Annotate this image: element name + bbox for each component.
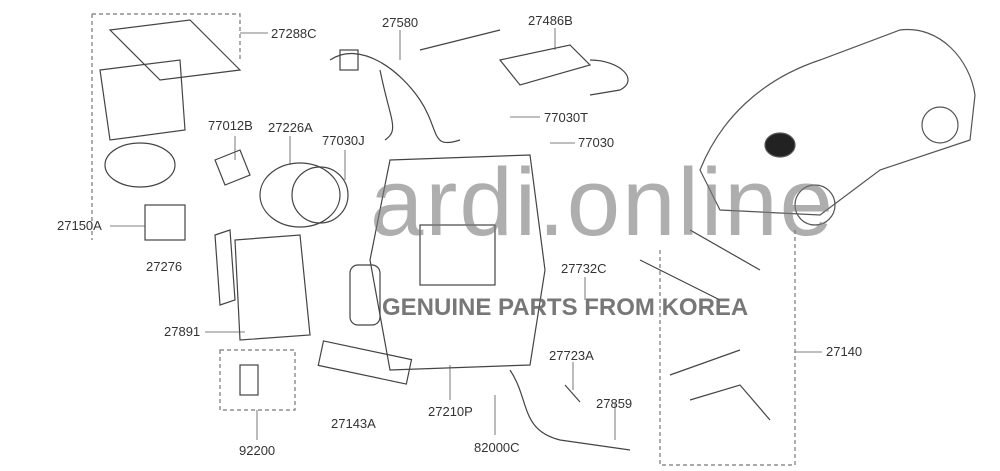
part-label-27143a[interactable]: 27143A [331,416,376,431]
blower-27226a-art [259,162,349,228]
resistor-27150a-art [144,204,186,241]
part-label-77030t[interactable]: 77030T [544,110,589,125]
module-27486b-art [498,44,592,86]
part-label-27140[interactable]: 27140 [826,344,863,359]
part-label-27226a[interactable]: 27226A [268,120,313,135]
part-label-77030j[interactable]: 77030J [322,133,365,148]
group-boxes [91,13,796,466]
part-label-27210p[interactable]: 27210P [428,404,473,419]
part-label-92200[interactable]: 92200 [239,443,276,458]
part-label-82000c[interactable]: 82000C [474,440,520,455]
hose-27859-art [509,369,631,451]
heater-core-27143a-art [317,340,413,385]
filter-frame-27288c-art [99,19,242,188]
hvac-unit-27210p-art [349,154,546,371]
part-label-27150a[interactable]: 27150A [57,218,102,233]
screw-27723a-art [564,384,581,403]
part-label-27891[interactable]: 27891 [164,324,201,339]
part-label-77030[interactable]: 77030 [578,135,615,150]
connector-art [339,49,359,71]
group-box-27140 [659,230,796,466]
group-box-92200 [219,349,296,411]
valve-92200-art [239,364,259,396]
evaporator-27891-art [234,234,311,341]
bracket-27276-art [214,229,236,306]
group-box-27288c [92,13,241,60]
part-label-77012b[interactable]: 77012B [208,118,253,133]
part-label-27723a[interactable]: 27723A [549,348,594,363]
vehicle-art [699,28,976,226]
leader-lines [110,28,822,440]
part-label-27276[interactable]: 27276 [146,259,183,274]
part-label-27732c[interactable]: 27732C [561,261,607,276]
part-label-27580[interactable]: 27580 [382,15,419,30]
part-label-27859[interactable]: 27859 [596,396,633,411]
part-77012b-art [214,149,251,186]
watermark-site: ardi.online [370,149,835,256]
part-label-27288c[interactable]: 27288C [271,26,317,41]
part-label-27486b[interactable]: 27486B [528,13,573,28]
watermark-tagline: GENUINE PARTS FROM KOREA [382,294,749,321]
wiring-27580-art [329,29,501,144]
pipes-27140-art [639,229,771,421]
